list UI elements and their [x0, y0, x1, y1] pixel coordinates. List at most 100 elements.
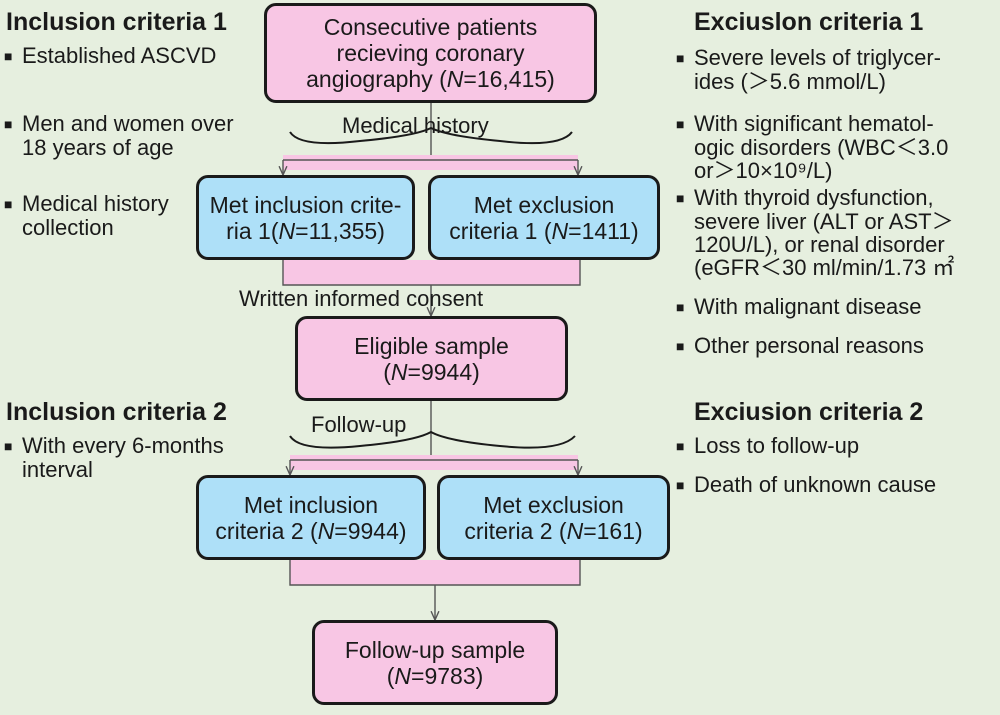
- bullet-icon: ■: [676, 477, 685, 493]
- box-text: =16,415): [463, 66, 555, 92]
- box-line: (N=9944): [383, 359, 480, 385]
- exclusion-2-item: ■ Loss to follow-up: [676, 434, 859, 458]
- split-band-1: [283, 155, 578, 170]
- bullet-icon: ■: [676, 190, 685, 206]
- box-line: recieving coronary: [336, 40, 525, 66]
- bullet-text: (eGFR＜30 ml/min/1.73 ㎡: [694, 255, 955, 280]
- brace-medical-history: [289, 126, 573, 145]
- edge-label-written-consent: Written informed consent: [239, 286, 484, 311]
- box-line: Consecutive patients: [323, 14, 538, 40]
- box-line: Eligible sample: [354, 332, 509, 359]
- box-text: criteria 2 (: [464, 517, 567, 544]
- met-exclusion-1-box: Met exclusion criteria 1 (N=1411): [428, 175, 660, 260]
- box-line: Met inclusion crite-: [209, 191, 402, 218]
- box-line: criteria 2 (N=161): [464, 518, 642, 544]
- box-text: =161): [583, 517, 643, 544]
- consecutive-patients-box: Consecutive patients recieving coronary …: [264, 3, 597, 103]
- box-line: ria 1(N=11,355): [226, 218, 385, 244]
- inclusion-1-item: ■ Medical history collection: [4, 192, 169, 239]
- merge-band-1: [283, 260, 580, 285]
- met-inclusion-2-box: Met inclusion criteria 2 (N=9944): [196, 475, 426, 560]
- box-line: Met exclusion: [473, 191, 615, 218]
- box-text: =9944): [407, 358, 480, 385]
- bullet-text: With malignant disease: [694, 294, 922, 319]
- box-text: criteria 1 (: [449, 217, 552, 244]
- bullet-text: With every 6-months: [22, 433, 224, 458]
- met-inclusion-1-box: Met inclusion crite- ria 1(N=11,355): [196, 175, 415, 260]
- box-line: criteria 1 (N=1411): [449, 218, 638, 244]
- n-symbol: N: [566, 517, 584, 544]
- exclusion-1-item: ■ With significant hematol- ogic disorder…: [676, 112, 948, 182]
- box-text: (: [383, 358, 391, 385]
- split-band-2: [290, 455, 578, 470]
- box-text: =9944): [334, 517, 407, 544]
- bullet-text: collection: [22, 215, 114, 240]
- met-exclusion-2-box: Met exclusion criteria 2 (N=161): [437, 475, 670, 560]
- bullet-text: With significant hematol-: [694, 111, 934, 136]
- inclusion-2-item: ■ With every 6-months interval: [4, 434, 224, 481]
- bullet-text: With thyroid dysfunction,: [694, 185, 934, 210]
- exclusion-2-item: ■ Death of unknown cause: [676, 473, 936, 497]
- merge-band-2: [290, 560, 580, 585]
- exclusion-1-item: ■ Other personal reasons: [676, 334, 924, 358]
- bullet-text: Other personal reasons: [694, 333, 924, 358]
- bullet-text: severe liver (ALT or AST＞: [694, 209, 954, 234]
- bullet-icon: ■: [4, 48, 13, 64]
- bullet-text: 120U/L), or renal disorder: [694, 232, 945, 257]
- inclusion-1-item: ■ Men and women over 18 years of age: [4, 112, 234, 159]
- bullet-icon: ■: [676, 438, 685, 454]
- bullet-text: 18 years of age: [22, 135, 174, 160]
- box-text: =11,355): [295, 217, 385, 244]
- bullet-text: Death of unknown cause: [694, 472, 937, 497]
- n-symbol: N: [278, 217, 296, 244]
- eligible-sample-box: Eligible sample (N=9944): [295, 316, 568, 401]
- inclusion-2-heading: Inclusion criteria 2: [6, 398, 227, 426]
- exclusion-1-item: ■ With thyroid dysfunction, severe liver …: [676, 186, 954, 279]
- bullet-text: Men and women over: [22, 111, 234, 136]
- bullet-icon: ■: [676, 116, 685, 132]
- box-text: ria 1(: [226, 217, 279, 244]
- n-symbol: N: [394, 662, 412, 689]
- n-symbol: N: [446, 66, 464, 92]
- box-text: criteria 2 (: [215, 517, 318, 544]
- bullet-text: Established ASCVD: [22, 43, 217, 68]
- bullet-text: ides (＞5.6 mmol/L): [694, 69, 886, 94]
- edge-label-follow-up: Follow-up: [311, 412, 407, 437]
- brace-follow-up: [289, 430, 576, 449]
- exclusion-1-item: ■ With malignant disease: [676, 295, 921, 319]
- bullet-text: interval: [22, 457, 93, 482]
- n-symbol: N: [390, 358, 408, 385]
- n-symbol: N: [317, 517, 335, 544]
- box-text: (: [386, 662, 395, 689]
- n-symbol: N: [551, 217, 569, 244]
- box-text: =1411): [568, 217, 639, 244]
- bullet-text: Medical history: [22, 191, 169, 216]
- bullet-icon: ■: [676, 338, 685, 354]
- exclusion-2-heading: Exciusion criteria 2: [694, 398, 924, 426]
- edge-label-medical-history: Medical history: [342, 113, 489, 138]
- box-line: Met inclusion: [243, 491, 379, 518]
- bullet-icon: ■: [676, 299, 685, 315]
- box-line: Met exclusion: [483, 491, 624, 518]
- box-text: angiography (: [306, 66, 447, 92]
- bullet-text: Loss to follow-up: [694, 433, 860, 458]
- box-line: angiography (N=16,415): [306, 66, 555, 92]
- box-line: criteria 2 (N=9944): [215, 518, 406, 544]
- bullet-text: ogic disorders (WBC＜3.0: [694, 135, 949, 160]
- bullet-icon: ■: [4, 196, 13, 212]
- inclusion-1-item: ■ Established ASCVD: [4, 44, 216, 68]
- box-line: (N=9783): [387, 663, 484, 689]
- bullet-icon: ■: [4, 438, 13, 454]
- exclusion-1-heading: Exciuslon criteria 1: [694, 8, 924, 36]
- bullet-text: or＞10×10⁹/L): [694, 158, 833, 183]
- bullet-icon: ■: [4, 116, 13, 132]
- inclusion-1-heading: Inclusion criteria 1: [6, 8, 227, 36]
- bullet-text: Severe levels of triglycer-: [694, 45, 941, 70]
- bullet-icon: ■: [676, 50, 685, 66]
- followup-sample-box: Follow-up sample (N=9783): [312, 620, 558, 705]
- box-text: =9783): [411, 662, 484, 689]
- box-line: Follow-up sample: [344, 636, 526, 663]
- exclusion-1-item: ■ Severe levels of triglycer- ides (＞5.6 …: [676, 46, 941, 93]
